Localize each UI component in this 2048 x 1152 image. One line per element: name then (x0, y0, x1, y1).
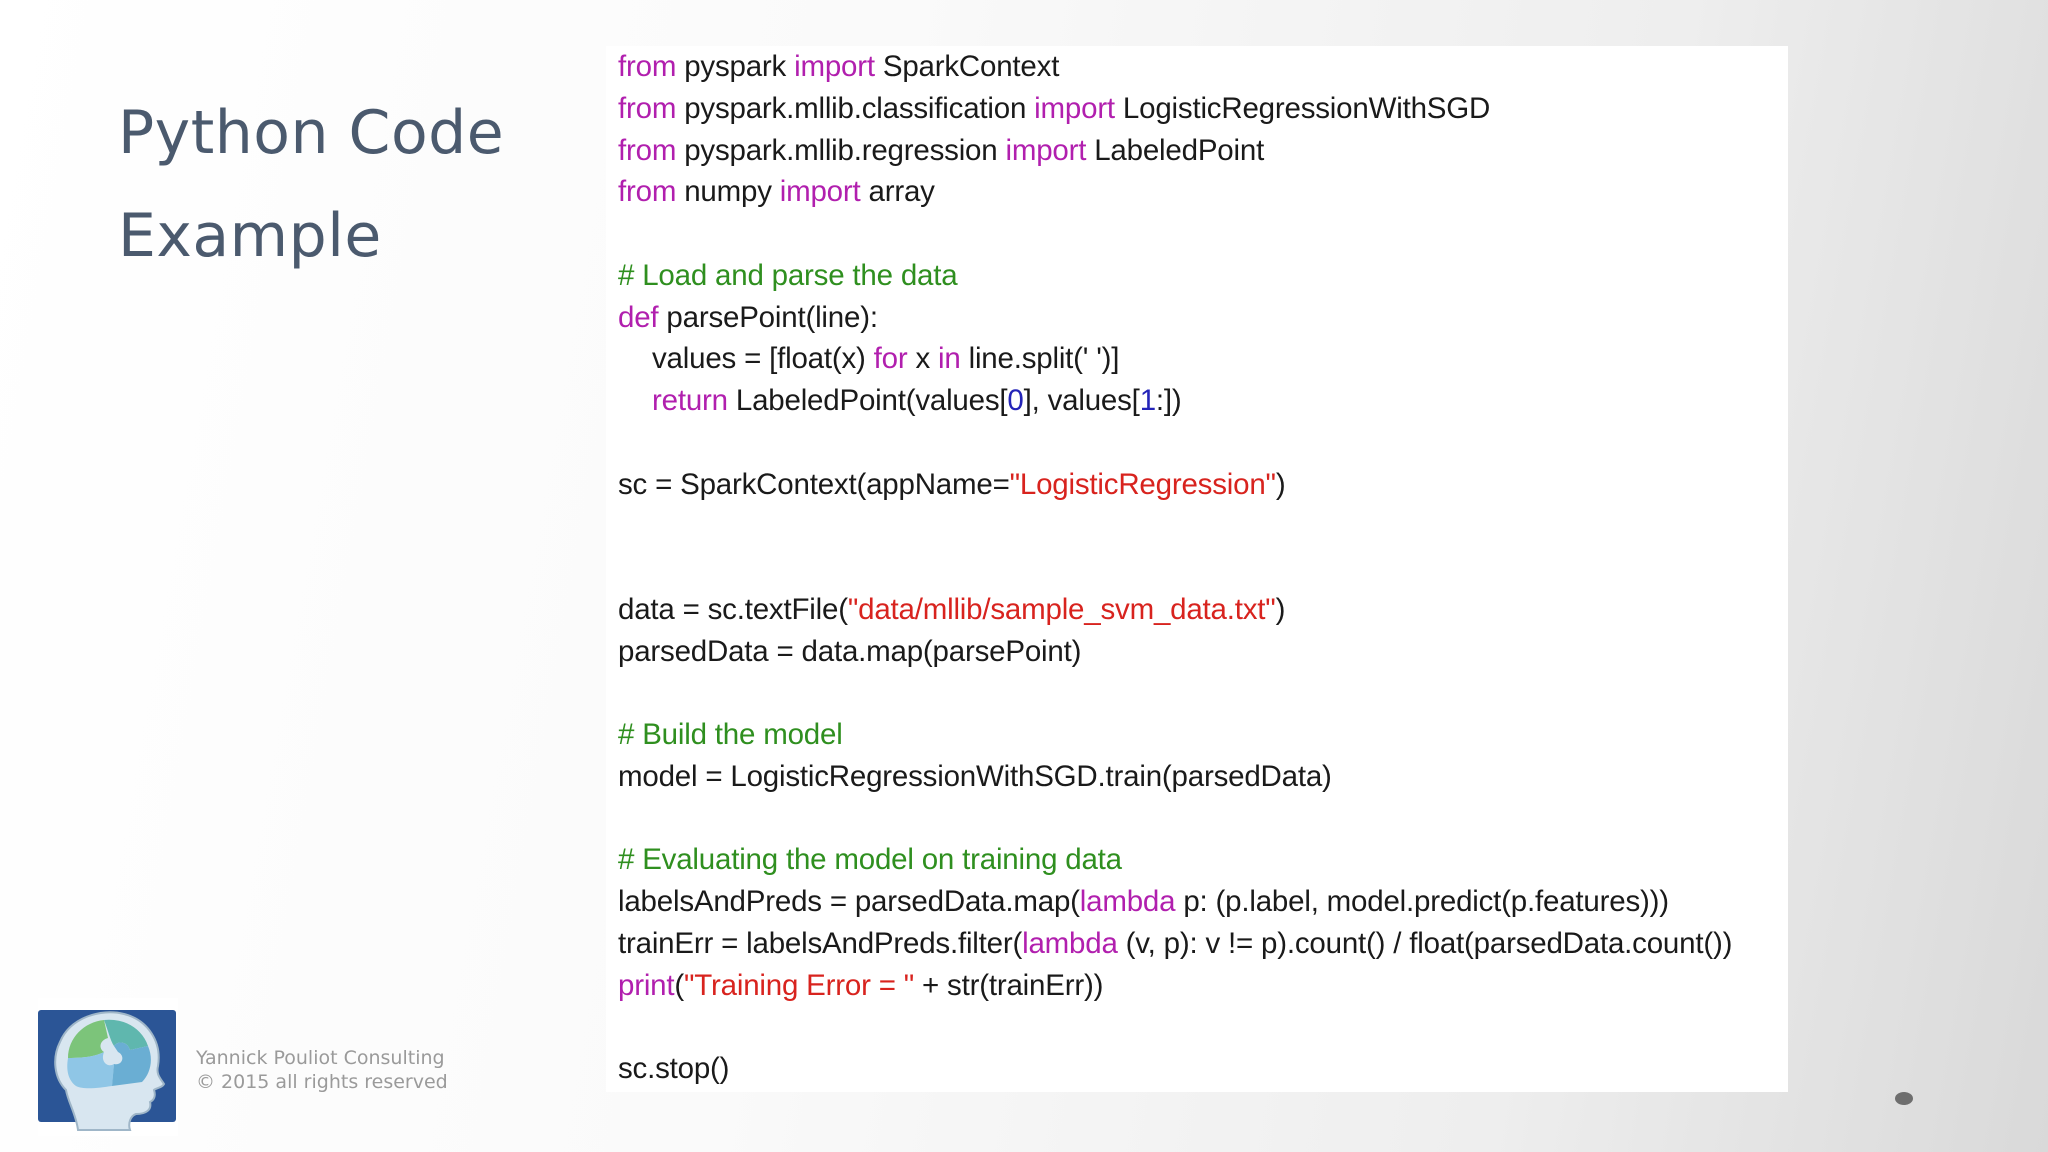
code-token-plain: data = sc.textFile( (618, 593, 848, 626)
code-token-plain: LabeledPoint (1086, 134, 1265, 167)
code-line: # Load and parse the data (618, 255, 958, 297)
code-line: trainErr = labelsAndPreds.filter(lambda … (618, 923, 1732, 965)
slide-title-line-1: Python Code (118, 98, 505, 168)
code-token-plain: :]) (1155, 384, 1182, 417)
code-token-plain: sc = SparkContext(appName= (618, 468, 1010, 501)
code-token-plain: + str(trainErr)) (914, 969, 1104, 1002)
code-line: sc.stop() (618, 1048, 730, 1090)
code-token-kw: import (779, 175, 861, 208)
code-token-plain: model = LogisticRegressionWithSGD.train(… (618, 760, 1332, 793)
code-token-comment: # Evaluating the model on training data (618, 843, 1122, 876)
head-puzzle-logo-icon (54, 1011, 166, 1131)
code-token-plain: p: (p.label, model.predict(p.features))) (1175, 885, 1669, 918)
code-token-kw: lambda (1022, 927, 1118, 960)
slide-indicator-dot[interactable] (1895, 1092, 1913, 1105)
code-token-kw: from (618, 175, 677, 208)
code-line: sc = SparkContext(appName="LogisticRegre… (618, 464, 1286, 506)
code-token-kw: print (618, 969, 675, 1002)
code-line: # Evaluating the model on training data (618, 839, 1122, 881)
code-line: def parsePoint(line): (618, 297, 878, 339)
footer-copyright: © 2015 all rights reserved (196, 1071, 448, 1093)
code-token-plain: x (907, 342, 939, 375)
code-line: from pyspark.mllib.regression import Lab… (618, 130, 1264, 172)
code-token-kw: from (618, 50, 677, 83)
code-line: from numpy import array (618, 171, 935, 213)
code-token-str: "Training Error = " (684, 969, 915, 1002)
code-token-plain: SparkContext (874, 50, 1060, 83)
code-line: from pyspark import SparkContext (618, 46, 1059, 88)
code-token-num: 1 (1139, 384, 1156, 417)
company-logo (38, 998, 178, 1136)
code-token-plain: LabeledPoint(values[ (727, 384, 1008, 417)
code-token-kw: in (938, 342, 961, 375)
code-token-plain: sc.stop() (618, 1052, 730, 1085)
code-token-plain: line.split(' ')] (960, 342, 1120, 375)
code-token-kw: from (618, 134, 677, 167)
code-token-plain: (v, p): v != p).count() / float(parsedDa… (1117, 927, 1733, 960)
code-token-plain: parsedData = data.map(parsePoint) (618, 635, 1082, 668)
code-line: labelsAndPreds = parsedData.map(lambda p… (618, 881, 1669, 923)
code-token-str: "data/mllib/sample_svm_data.txt" (847, 593, 1276, 626)
code-token-comment: # Load and parse the data (618, 259, 958, 292)
code-token-kw: import (1034, 92, 1115, 125)
code-line: parsedData = data.map(parsePoint) (618, 631, 1081, 673)
code-token-plain: LogisticRegressionWithSGD (1114, 92, 1491, 125)
slide-title: Python Code Example (118, 82, 538, 288)
slide-title-line-2: Example (118, 201, 382, 271)
code-line: # Build the model (618, 714, 843, 756)
code-token-plain: ) (1275, 593, 1286, 626)
code-token-plain: ], values[ (1023, 384, 1140, 417)
code-token-kw: def (618, 301, 659, 334)
code-token-kw: import (794, 50, 875, 83)
code-token-kw: from (618, 92, 677, 125)
code-token-kw: return (652, 384, 728, 417)
code-token-plain: ) (1275, 468, 1286, 501)
code-token-kw: for (873, 342, 908, 375)
code-line: values = [float(x) for x in line.split('… (652, 338, 1119, 380)
code-token-plain: array (860, 175, 935, 208)
code-token-plain: trainErr = labelsAndPreds.filter( (618, 927, 1023, 960)
code-token-str: "LogisticRegression" (1009, 468, 1276, 501)
code-token-num: 0 (1007, 384, 1024, 417)
footer-company: Yannick Pouliot Consulting (196, 1047, 445, 1069)
code-token-plain: numpy (676, 175, 780, 208)
code-token-plain: pyspark (676, 50, 795, 83)
code-token-kw: lambda (1079, 885, 1176, 918)
code-line: data = sc.textFile("data/mllib/sample_sv… (618, 589, 1285, 631)
code-token-comment: # Build the model (618, 718, 843, 751)
code-token-plain: labelsAndPreds = parsedData.map( (618, 885, 1080, 918)
code-token-plain: parsePoint(line): (658, 301, 878, 334)
code-line: model = LogisticRegressionWithSGD.train(… (618, 756, 1332, 798)
code-line: return LabeledPoint(values[0], values[1:… (652, 380, 1182, 422)
code-token-plain: pyspark.mllib.classification (676, 92, 1035, 125)
code-token-plain: pyspark.mllib.regression (676, 134, 1006, 167)
code-token-plain: values = [float(x) (652, 342, 874, 375)
code-line: print("Training Error = " + str(trainErr… (618, 965, 1103, 1007)
code-token-plain: ( (674, 969, 685, 1002)
code-token-kw: import (1005, 134, 1087, 167)
code-line: from pyspark.mllib.classification import… (618, 88, 1490, 130)
